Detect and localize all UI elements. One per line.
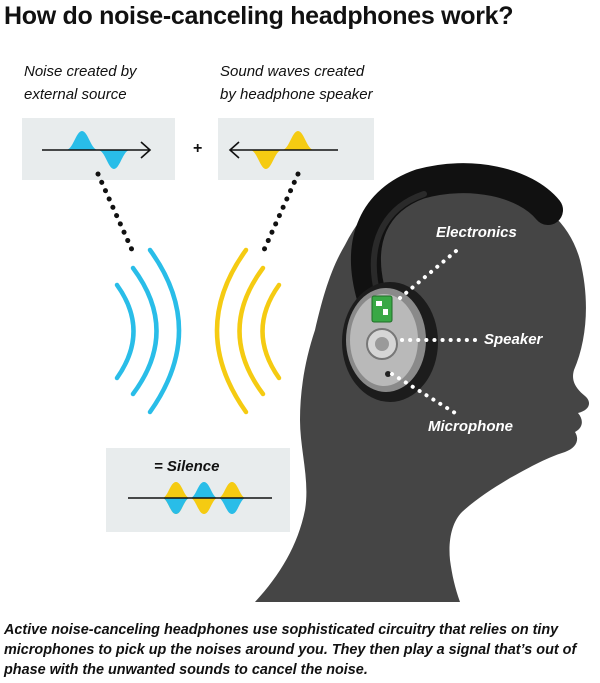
head-silhouette [255, 178, 590, 602]
speaker-caption: Sound waves created by headphone speaker [220, 63, 373, 103]
electronics-label: Electronics [436, 224, 517, 241]
microphone-label: Microphone [428, 418, 513, 435]
microphone-icon [385, 371, 391, 377]
combined-waves [162, 482, 246, 514]
speaker-sound-arcs [214, 247, 282, 415]
silence-label: = Silence [154, 458, 220, 475]
description-text: Active noise-canceling headphones use so… [4, 622, 577, 678]
electronics-leader [398, 244, 464, 300]
noise-wave-panel [22, 118, 175, 180]
headband [351, 163, 563, 313]
speaker-label: Speaker [484, 331, 543, 348]
plus-operator: + [193, 140, 203, 157]
right-arrow-icon [140, 141, 152, 159]
noise-dotted-line [95, 171, 135, 253]
left-arrow-icon [228, 141, 240, 159]
noise-sound-arcs [114, 247, 182, 415]
page-title: How do noise-canceling headphones work? [4, 2, 514, 30]
noise-caption: Noise created by external source [24, 63, 137, 103]
anti-dotted-line [261, 171, 301, 253]
microphone-leader [390, 372, 462, 418]
circuit-board-icon [371, 295, 393, 323]
